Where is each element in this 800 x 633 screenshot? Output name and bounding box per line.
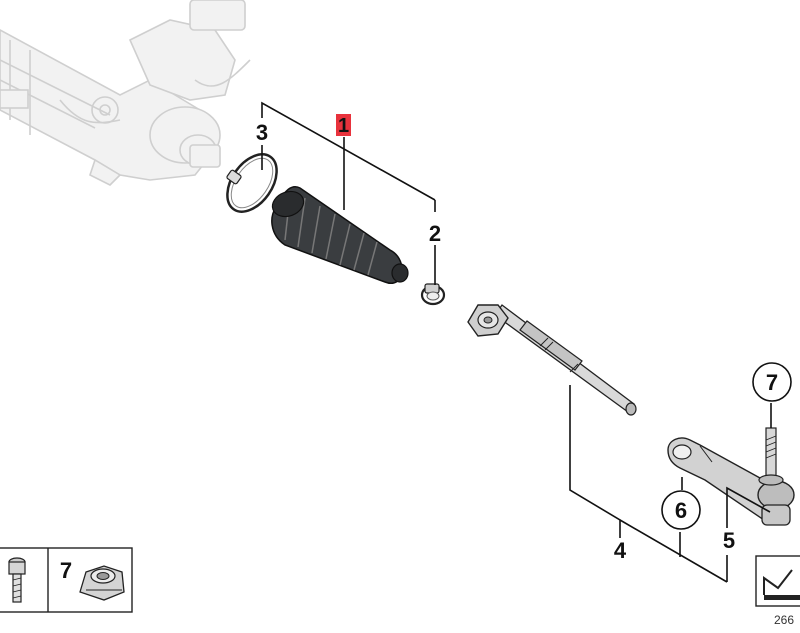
note-symbol-icon xyxy=(755,555,800,607)
callout-4-label[interactable]: 4 xyxy=(614,538,627,563)
hose-clip-icon xyxy=(420,283,446,306)
legend-box: 7 xyxy=(0,547,133,613)
callout-1-label: 1 xyxy=(338,115,349,137)
diagram-code: 266 xyxy=(774,613,794,627)
callout-7-label: 7 xyxy=(766,370,778,395)
callout-6[interactable]: 6 xyxy=(661,490,701,530)
steering-gear-housing-icon xyxy=(0,0,251,186)
tie-rod-icon xyxy=(467,304,637,416)
callout-2-label[interactable]: 2 xyxy=(429,221,441,246)
callout-5-label[interactable]: 5 xyxy=(723,528,735,553)
callout-3-label[interactable]: 3 xyxy=(256,120,268,145)
self-locking-nut-icon[interactable] xyxy=(79,565,125,601)
callout-6-circle xyxy=(661,490,701,530)
callout-7-circle xyxy=(752,362,792,402)
bellows-boot-icon xyxy=(271,186,409,284)
clamp-ring-icon xyxy=(226,153,278,213)
tie-rod-end-icon xyxy=(667,427,795,526)
legend-callout-7-label: 7 xyxy=(60,558,72,583)
callout-1[interactable]: 1 xyxy=(336,114,351,137)
callout-6-label: 6 xyxy=(675,498,687,523)
screw-icon[interactable] xyxy=(8,557,26,603)
callout-1-highlight xyxy=(336,114,351,136)
leader-lines xyxy=(261,101,772,583)
callout-7[interactable]: 7 xyxy=(752,362,792,402)
